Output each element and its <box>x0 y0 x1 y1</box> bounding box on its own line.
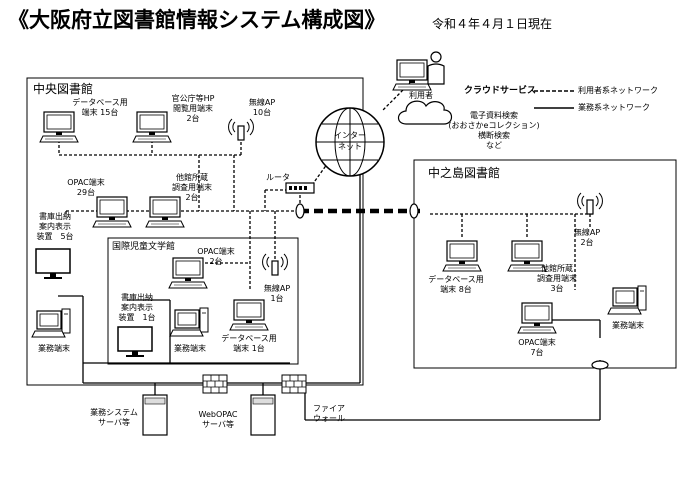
central-gov-hp-label-3: 2台 <box>186 114 200 123</box>
central-opac-label-1: OPAC端末 <box>67 178 105 187</box>
central-other-lib-label-2: 調査用端末 <box>172 183 212 192</box>
nakanoshima-opac-label-1: OPAC端末 <box>518 338 556 347</box>
user-pc-icon <box>392 59 432 91</box>
internet-globe-icon <box>315 107 385 177</box>
kids-stack-display-label-2: 案内表示 <box>121 303 153 312</box>
user-person-icon <box>427 51 445 85</box>
kids-db-terminal-label-1: データベース用 <box>221 334 277 343</box>
internet-label-2: ネット <box>338 142 362 151</box>
kids-library-title: 国際児童文学館 <box>112 242 176 252</box>
kids-business-terminal-icon <box>169 307 209 337</box>
business-network-lines <box>58 160 601 421</box>
nakanoshima-library-title: 中之島図書館 <box>428 166 501 180</box>
user-network-lines <box>58 82 595 290</box>
central-gov-hp-label-1: 官公庁等HP <box>171 94 215 103</box>
central-wifi-ap-icon <box>227 118 255 141</box>
page-date: 令和４年４月１日現在 <box>432 17 553 31</box>
central-business-terminal-icon <box>31 308 71 338</box>
central-db-terminal-label-1: データベース用 <box>72 98 128 107</box>
cloud-item-4: など <box>486 141 502 150</box>
nakanoshima-library-box <box>413 159 677 369</box>
kids-opac-terminal-icon <box>168 257 208 289</box>
kids-library-box <box>107 237 299 365</box>
user-label: 利用者 <box>409 91 433 100</box>
firewall-label-1: ファイア <box>313 404 345 413</box>
nakanoshima-wifi-label-1: 無線AP <box>573 228 601 237</box>
nakanoshima-opac-label-2: 7台 <box>530 348 544 357</box>
central-other-lib-terminal-icon <box>145 196 185 228</box>
nakanoshima-wifi-label-2: 2台 <box>580 238 594 247</box>
nakanoshima-db-terminal-label-2: 端末 8台 <box>440 285 472 294</box>
kids-business-terminal-label: 業務端末 <box>174 344 206 353</box>
legend-business-network: 業務系ネットワーク <box>578 103 650 112</box>
connector-central-icon <box>295 203 305 219</box>
firewall-label-2: ウォール <box>313 414 345 423</box>
nakanoshima-other-lib-label-2: 調査用端末 <box>537 274 577 283</box>
kids-db-terminal-icon <box>229 299 269 331</box>
kids-wifi-label-2: 1台 <box>270 294 284 303</box>
nakanoshima-business-terminal-label: 業務端末 <box>612 321 644 330</box>
central-other-lib-label-3: 2台 <box>185 193 199 202</box>
nakanoshima-other-lib-label-1: 他館所蔵 <box>541 264 573 273</box>
kids-stack-display-label-3: 装置 1台 <box>118 313 156 322</box>
connector-business-icon <box>591 360 609 370</box>
business-server-label-1: 業務システム <box>90 408 138 417</box>
central-db-terminal-icon <box>39 111 79 143</box>
kids-opac-label-2: 2台 <box>209 257 223 266</box>
router-icon <box>285 182 315 194</box>
firewall-right-icon <box>281 374 307 394</box>
central-gov-hp-terminal-icon <box>132 111 172 143</box>
cloud-icon <box>397 100 453 125</box>
legend-user-network: 利用者系ネットワーク <box>578 86 658 95</box>
kids-db-terminal-label-2: 端末 1台 <box>233 344 265 353</box>
webopac-server-label-1: WebOPAC <box>198 410 238 419</box>
central-library-box <box>26 77 364 386</box>
nakanoshima-wifi-ap-icon <box>576 192 604 215</box>
business-server-label-2: サーバ等 <box>98 418 130 427</box>
central-gov-hp-label-2: 閲覧用端末 <box>173 104 213 113</box>
central-opac-label-2: 29台 <box>76 188 96 197</box>
internet-label-1: インター <box>334 131 366 140</box>
central-stack-display-label-1: 書庫出納 <box>39 212 71 221</box>
central-stack-display-icon <box>35 248 71 280</box>
page-title: 《大阪府立図書館情報システム構成図》 <box>8 8 386 32</box>
kids-opac-label-1: OPAC端末 <box>197 247 235 256</box>
central-wifi-label-2: 10台 <box>252 108 272 117</box>
nakanoshima-db-terminal-icon <box>442 240 482 272</box>
central-wifi-label-1: 無線AP <box>248 98 276 107</box>
firewall-left-icon <box>202 374 228 394</box>
cloud-item-3: 横断検索 <box>478 131 510 140</box>
central-stack-display-label-3: 装置 5台 <box>36 232 74 241</box>
kids-wifi-label-1: 無線AP <box>263 284 291 293</box>
central-business-terminal-label: 業務端末 <box>38 344 70 353</box>
router-label: ルータ <box>266 173 290 182</box>
central-stack-display-label-2: 案内表示 <box>39 222 71 231</box>
central-other-lib-label-1: 他館所蔵 <box>176 173 208 182</box>
legend-cloud-service: クラウドサービス <box>464 86 537 96</box>
cloud-item-2: (おおさかeコレクション) <box>448 121 540 130</box>
kids-stack-display-icon <box>117 326 153 358</box>
central-library-title: 中央図書館 <box>33 82 94 96</box>
webopac-server-icon <box>250 394 276 436</box>
central-opac-terminal-icon <box>92 196 132 228</box>
nakanoshima-business-terminal-icon <box>607 285 647 315</box>
connector-nakanoshima-icon <box>409 203 419 219</box>
business-server-icon <box>142 394 168 436</box>
nakanoshima-db-terminal-label-1: データベース用 <box>428 275 484 284</box>
nakanoshima-opac-terminal-icon <box>517 302 557 334</box>
cloud-item-1: 電子資料検索 <box>470 111 518 120</box>
central-db-terminal-label-2: 端末 15台 <box>81 108 119 117</box>
nakanoshima-other-lib-label-3: 3台 <box>550 284 564 293</box>
kids-stack-display-label-1: 書庫出納 <box>121 293 153 302</box>
webopac-server-label-2: サーバ等 <box>202 420 234 429</box>
